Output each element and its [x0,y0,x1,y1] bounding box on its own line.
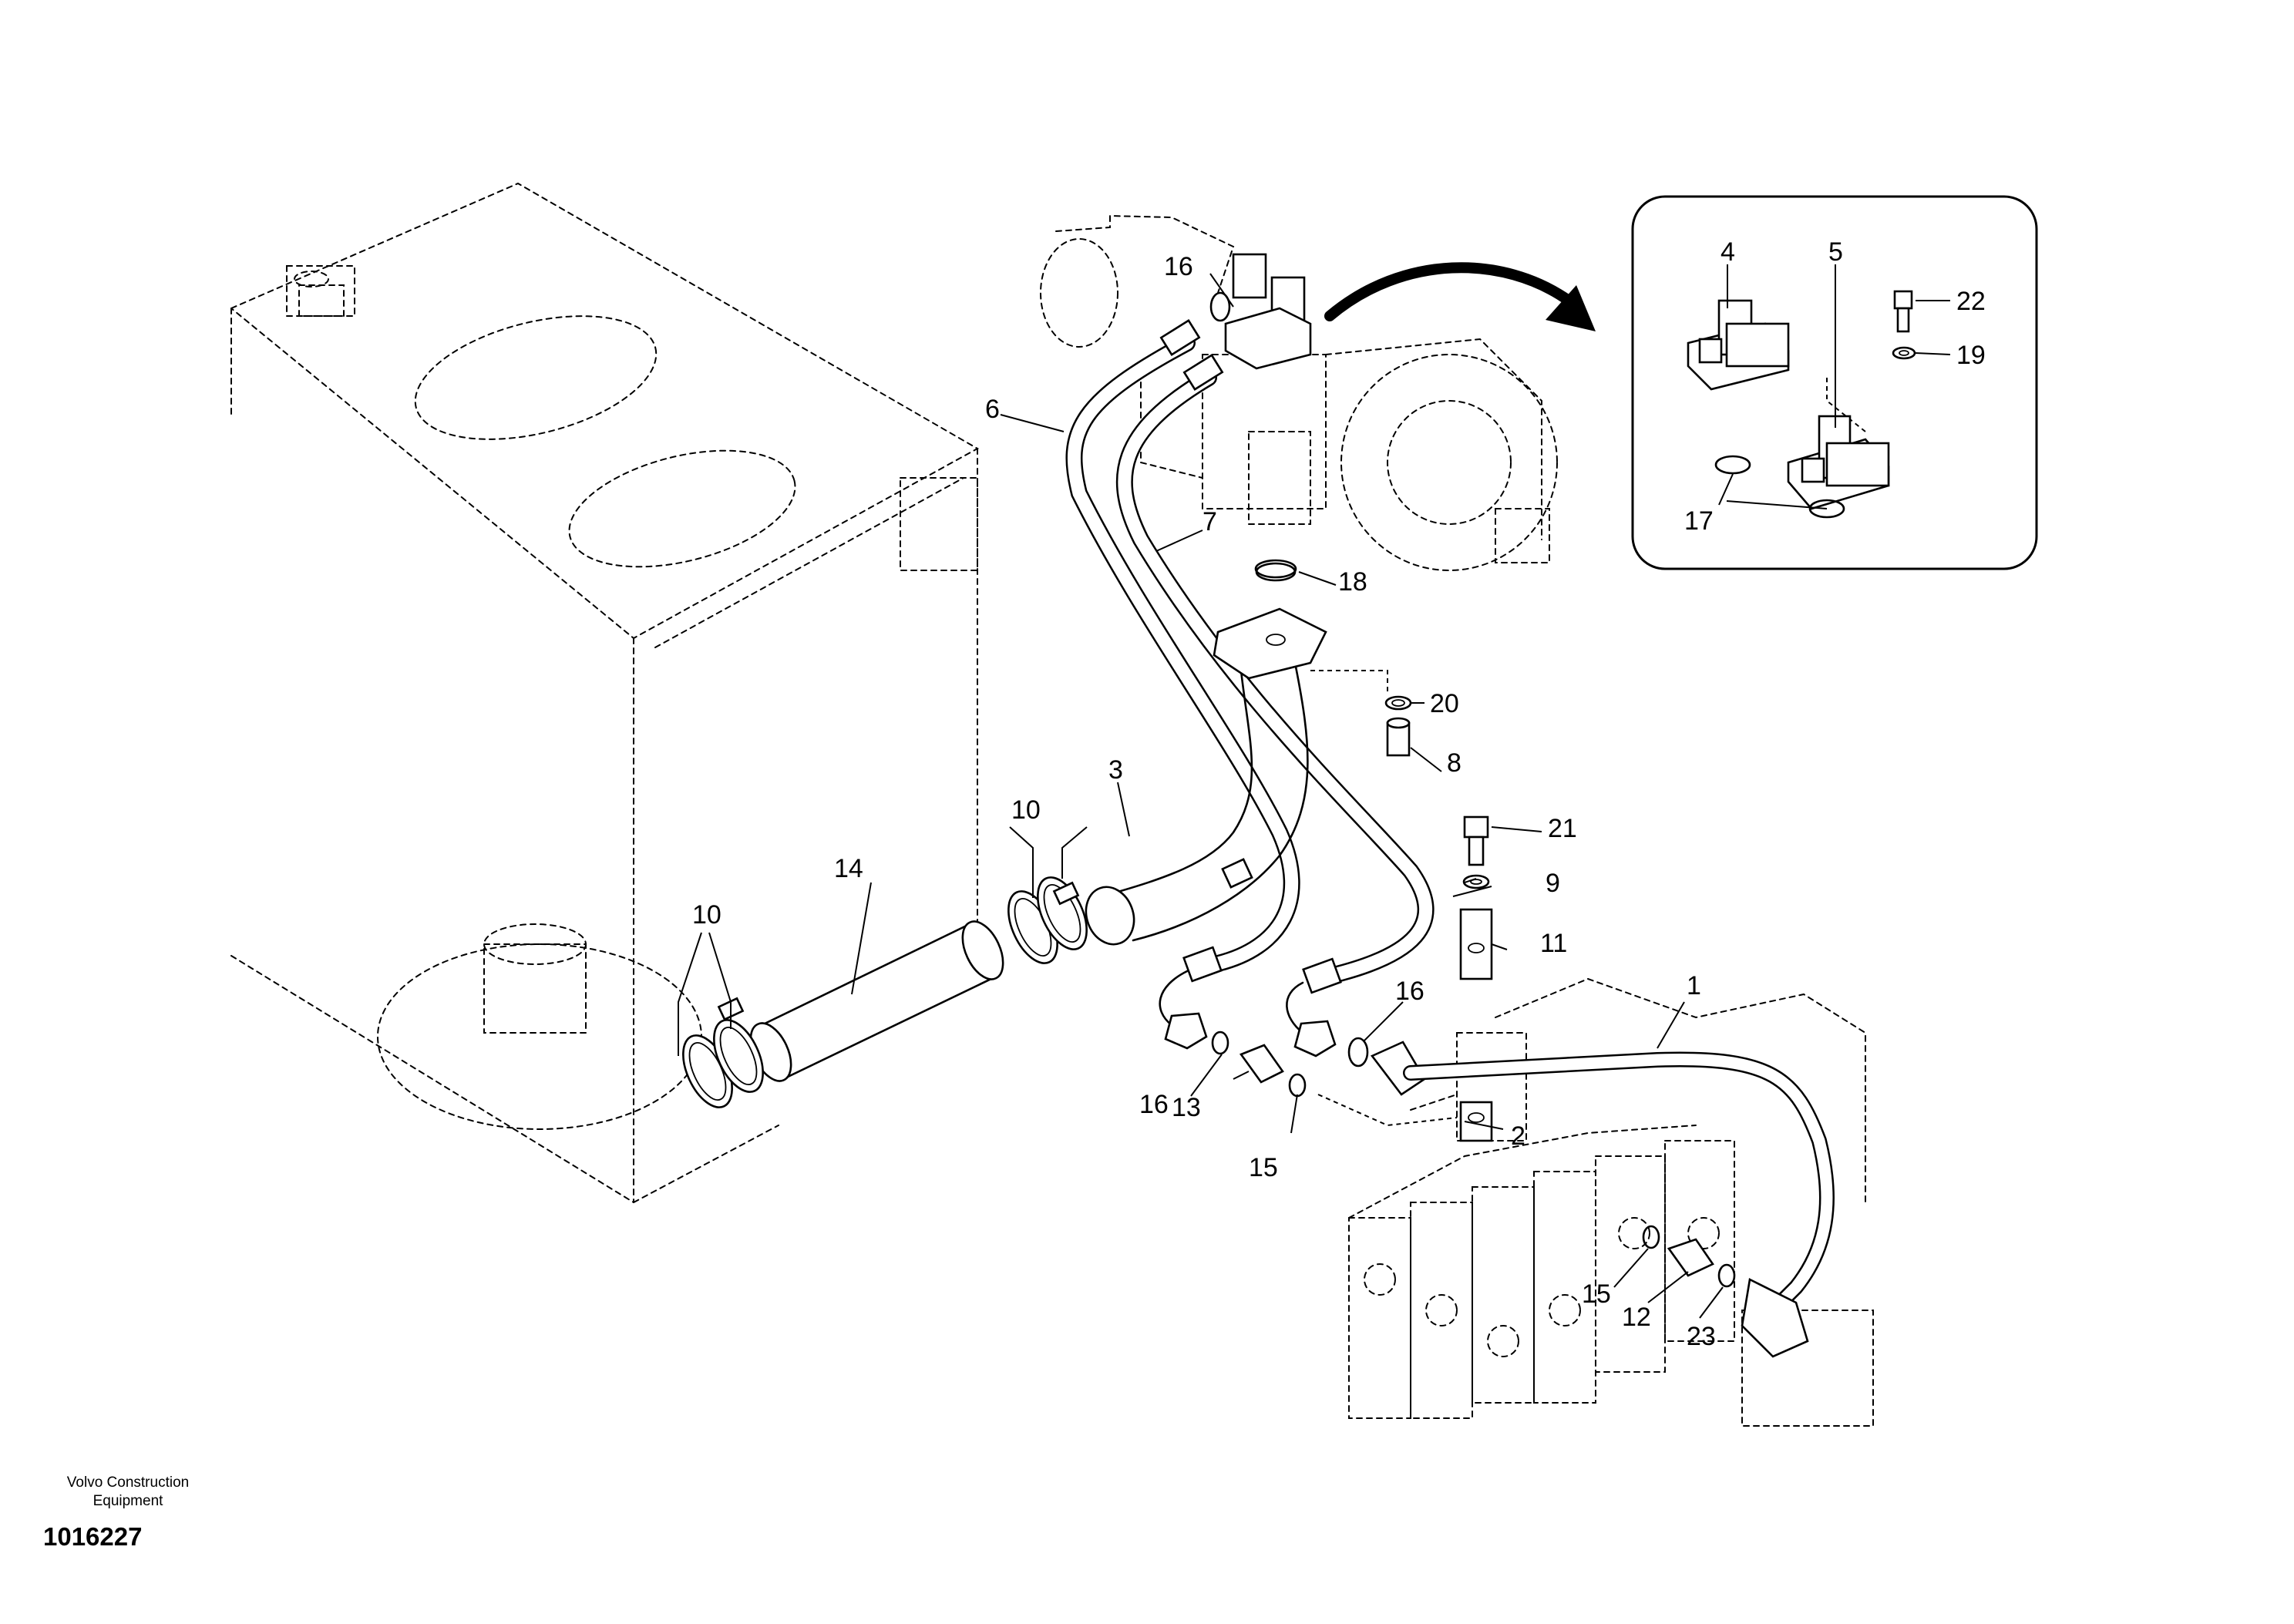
hose-7 [1115,369,1435,983]
callout-1: 1 [1687,971,1701,1000]
callout-5: 5 [1828,237,1843,267]
callout-4: 4 [1720,237,1735,267]
callout-15a: 15 [1249,1153,1278,1182]
hose-end-fittings [1159,319,1342,1057]
callout-17: 17 [1684,506,1714,536]
callout-7: 7 [1202,507,1217,536]
drawing-number: 1016227 [43,1522,142,1551]
callout-15b: 15 [1582,1279,1611,1309]
footer: Volvo Construction Equipment 1016227 [43,1474,189,1551]
callout-21: 21 [1548,814,1577,843]
callout-10a: 10 [692,900,722,930]
callout-14: 14 [834,854,863,883]
callout-12: 12 [1622,1303,1651,1332]
hose-6 [1065,335,1300,972]
callout-10b: 10 [1011,795,1041,825]
leader-lines [678,264,1951,1319]
callout-3: 3 [1108,755,1123,785]
callout-13: 13 [1172,1093,1201,1122]
callout-6: 6 [985,395,1000,424]
hose-clamps-10 [682,876,1088,1108]
hose-14 [749,920,1004,1082]
callout-16a: 16 [1164,252,1193,281]
callout-18: 18 [1338,567,1367,597]
suction-pipe-3 [1085,559,1327,946]
callout-11: 11 [1540,929,1567,958]
callout-16c: 16 [1395,977,1424,1006]
callout-9: 9 [1546,869,1560,898]
callout-22: 22 [1956,287,1986,316]
detail-inset [1631,195,2038,570]
control-valve [1348,977,1874,1427]
callout-8: 8 [1447,748,1462,778]
small-parts [1209,253,1835,1358]
brand-line-2: Equipment [93,1493,164,1509]
callout-2: 2 [1511,1121,1525,1151]
callout-16b: 16 [1139,1090,1169,1119]
detail-arrow [1324,262,1596,331]
callouts: 1 2 3 4 5 6 7 8 9 10 10 11 12 13 14 15 1… [692,237,1986,1351]
hydraulic-tank [230,182,980,1203]
callout-23: 23 [1687,1322,1716,1351]
callout-20: 20 [1430,689,1459,718]
callout-19: 19 [1956,341,1986,370]
brand-line-1: Volvo Construction [67,1474,189,1491]
